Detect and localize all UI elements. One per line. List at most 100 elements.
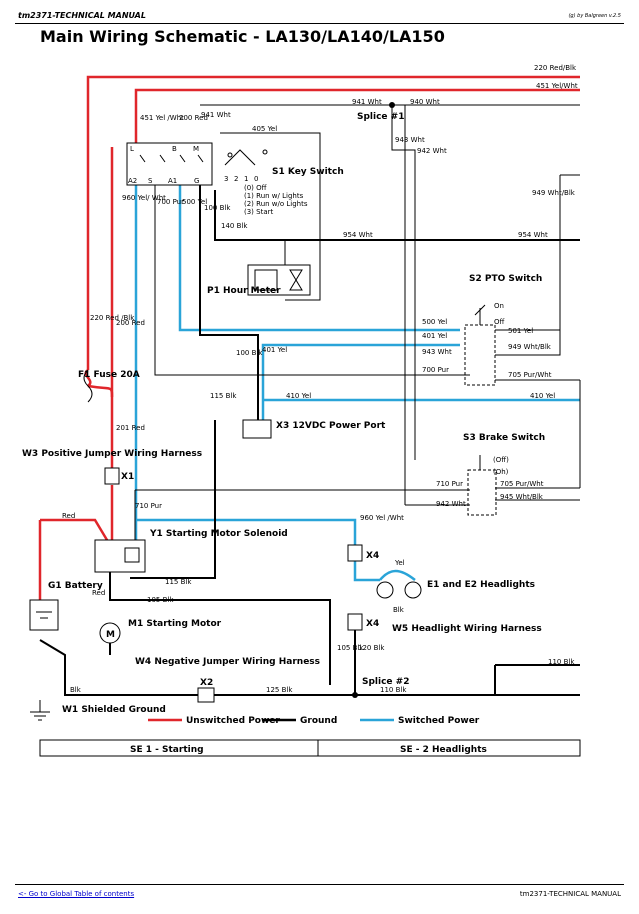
fuse-f1 [83, 369, 93, 403]
switched-wires [134, 150, 580, 582]
wire-label: 949 Wht/Blk [532, 189, 576, 197]
wire-451-yel-wht [134, 88, 580, 150]
wire-label: 960 Yel/ Wht [122, 194, 166, 202]
connector-x2 [197, 687, 215, 703]
x4-label-b: X4 [366, 619, 379, 629]
wire-label: Red [62, 512, 75, 520]
wire-label: 220 Red/Blk [534, 64, 577, 72]
wire-label: 200 Red [116, 319, 145, 327]
ground-wires [39, 150, 580, 696]
hour-meter-p1 [247, 264, 311, 296]
header-divider [15, 23, 624, 24]
key-term-b: B [172, 145, 177, 153]
s2-label: S2 PTO Switch [469, 274, 542, 284]
wire-label: 943 Wht [422, 348, 452, 356]
page-title: Main Wiring Schematic - LA130/LA140/LA15… [40, 27, 445, 46]
s1-pos-3: (3) Start [244, 208, 273, 216]
wire-label: 942 Wht [436, 500, 466, 508]
wire-label: 410 Yel [286, 392, 311, 400]
wire-label: Blk [393, 606, 405, 614]
wire-label: 451 Yel/Wht [536, 82, 578, 90]
x2-label: X2 [200, 678, 213, 688]
section-se2: SE - 2 Headlights [400, 745, 487, 755]
e12-label: E1 and E2 Headlights [427, 580, 535, 590]
footer-manual: tm2371-TECHNICAL MANUAL [519, 890, 621, 898]
wire-label: 705 Pur/Wht [500, 480, 544, 488]
wire-label: 954 Wht [343, 231, 373, 239]
key-pos-1: 1 [244, 175, 248, 183]
section-table: SE 1 - Starting SE - 2 Headlights [39, 739, 581, 757]
pto-switch-s2 [464, 304, 496, 386]
wire-label: 500 Yel [422, 318, 447, 326]
splice1-label: Splice #1 [357, 112, 404, 122]
connector-x1 [104, 467, 120, 485]
wire-label: 100 Blk [236, 349, 263, 357]
legend-unswitched: Unswitched Power [186, 716, 280, 726]
wire-label: 100 Blk [204, 204, 231, 212]
w1-label: W1 Shielded Ground [62, 705, 166, 715]
splice1-dot [389, 102, 395, 108]
motor-symbol: M [106, 630, 115, 640]
s1-pos-1: (1) Run w/ Lights [244, 192, 304, 200]
splice2-dot [352, 692, 358, 698]
wire-label: 710 Pur [135, 502, 162, 510]
key-term-a1: A1 [168, 177, 177, 185]
headlight-e2 [404, 581, 422, 599]
wire-label: 500 Yel [182, 198, 207, 206]
wire-100-blk [199, 150, 259, 430]
y1-label: Y1 Starting Motor Solenoid [149, 529, 288, 539]
wire-label: 401 Yel [422, 332, 447, 340]
wire-405-yel [220, 132, 321, 301]
wire-label: 705 Pur/Wht [508, 371, 552, 379]
wire-label: Red [92, 589, 105, 597]
key-term-s: S [148, 177, 153, 185]
credit-text: (g) by Balgreen v.2.5 [568, 13, 621, 19]
section-se1: SE 1 - Starting [130, 745, 204, 755]
wire-label: 105 Blk [337, 644, 364, 652]
global-toc-link[interactable]: <- Go to Global Table of contents [18, 890, 135, 898]
key-term-a2: A2 [128, 177, 137, 185]
wire-label: 110 Blk [380, 686, 407, 694]
wire-label: 125 Blk [266, 686, 293, 694]
wire-label: 954 Wht [518, 231, 548, 239]
starting-motor-m1 [99, 622, 121, 644]
unswitched-wires [38, 75, 580, 600]
wire-label: 941 Wht [352, 98, 382, 106]
x1-label: X1 [121, 472, 134, 482]
wire-401-yel [261, 343, 460, 430]
m1-label: M1 Starting Motor [128, 619, 222, 629]
wire-label: 401 Yel [262, 346, 287, 354]
g1-label: G1 Battery [48, 581, 103, 591]
wire-ground-main [39, 639, 580, 696]
wire-label: 220 Red /Blk [90, 314, 135, 322]
wire-label: 940 Wht [410, 98, 440, 106]
key-pos-2: 2 [234, 175, 238, 183]
wire-label: 115 Blk [165, 578, 192, 586]
s2-on: On [494, 302, 504, 310]
s1-pos-0: (0) Off [244, 184, 267, 192]
wire-label: 200 Red [179, 114, 208, 122]
key-switch-s1 [126, 142, 268, 186]
key-pos-3: 3 [224, 175, 228, 183]
x4-label-a: X4 [366, 551, 379, 561]
wire-label: Blk [70, 686, 82, 694]
w5-label: W5 Headlight Wiring Harness [392, 624, 542, 634]
wire-label: 942 Wht [417, 147, 447, 155]
solenoid-y1 [94, 539, 146, 573]
wire-label: 140 Blk [221, 222, 248, 230]
wire-label: 501 Yel [508, 327, 533, 335]
wire-115-blk [130, 420, 216, 579]
wire-label: 451 Yel /Wht [140, 114, 184, 122]
legend-switched: Switched Power [398, 716, 480, 726]
brake-switch-s3 [467, 455, 497, 516]
wire-label: 110 Blk [548, 658, 575, 666]
wire-label: 941 Wht [201, 111, 231, 119]
wire-label: 201 Red [116, 424, 145, 432]
s3-off: (Off) [493, 456, 509, 464]
wire-500-yel [178, 150, 460, 332]
splice2-label: Splice #2 [362, 677, 409, 687]
s3-label: S3 Brake Switch [463, 433, 545, 443]
power-port-x3 [242, 419, 272, 439]
wire-label: 105 Blk [147, 596, 174, 604]
